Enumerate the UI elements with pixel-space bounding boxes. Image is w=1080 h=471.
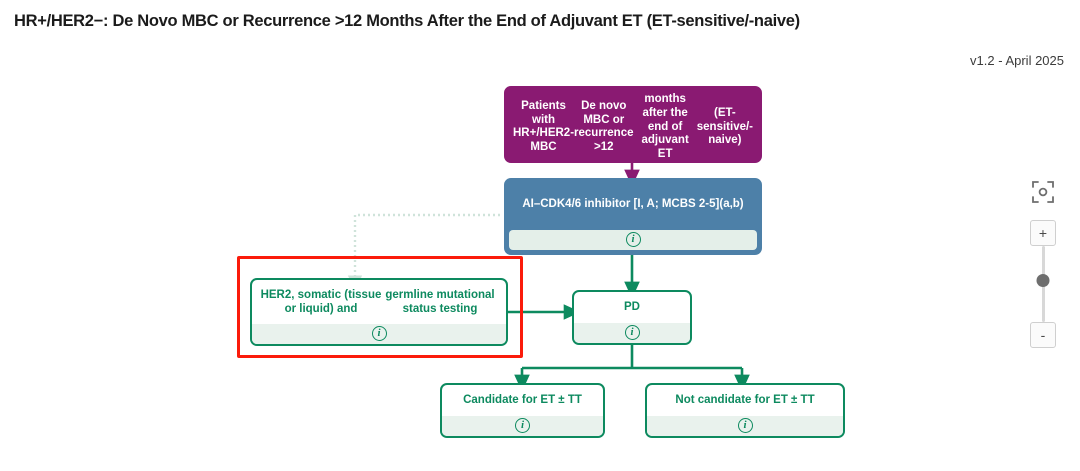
pd-node[interactable]: PD i bbox=[572, 290, 692, 345]
patients-node-title: Patients with HR+/HER2- MBC De novo MBC … bbox=[505, 87, 761, 162]
ai-cdk46-node-title: AI–CDK4/6 inhibitor [I, A; MCBS 2-5] (a,… bbox=[505, 179, 761, 230]
not-candidate-node[interactable]: Not candidate for ET ± TT i bbox=[645, 383, 845, 438]
candidate-line-1: Candidate for ET ± TT bbox=[463, 394, 582, 407]
patients-line-4: (ET-sensitive/-naive) bbox=[696, 106, 754, 147]
not-candidate-line-1: Not candidate for ET ± TT bbox=[675, 394, 815, 407]
patients-node[interactable]: Patients with HR+/HER2- MBC De novo MBC … bbox=[504, 86, 762, 163]
zoom-out-button[interactable]: - bbox=[1030, 322, 1056, 348]
info-icon[interactable]: i bbox=[371, 326, 387, 341]
ai-cdk46-node[interactable]: AI–CDK4/6 inhibitor [I, A; MCBS 2-5] (a,… bbox=[504, 178, 762, 255]
pd-line-1: PD bbox=[624, 301, 640, 314]
fit-to-screen-icon[interactable] bbox=[1031, 180, 1055, 204]
patients-line-3: months after the end of adjuvant ET bbox=[641, 93, 689, 161]
edge-treatment-to-testing bbox=[347, 213, 500, 291]
info-icon[interactable]: i bbox=[625, 232, 641, 247]
ai-cdk46-line-2: (a,b) bbox=[719, 198, 744, 211]
info-icon[interactable]: i bbox=[737, 418, 753, 433]
zoom-in-button[interactable]: + bbox=[1030, 220, 1056, 246]
her2-testing-node-footer[interactable]: i bbox=[252, 324, 506, 344]
her2-testing-node-title: HER2, somatic (tissue or liquid) and ger… bbox=[252, 280, 506, 324]
candidate-node-footer[interactable]: i bbox=[442, 416, 603, 436]
her2-testing-line-2: germline mutational status testing bbox=[385, 288, 495, 315]
zoom-slider-handle[interactable] bbox=[1036, 274, 1050, 288]
candidate-node[interactable]: Candidate for ET ± TT i bbox=[440, 383, 605, 438]
pd-node-footer[interactable]: i bbox=[574, 323, 690, 343]
version-label: v1.2 - April 2025 bbox=[970, 53, 1064, 68]
pd-node-title: PD bbox=[574, 292, 690, 323]
ai-cdk46-node-footer[interactable]: i bbox=[509, 230, 757, 250]
not-candidate-node-footer[interactable]: i bbox=[647, 416, 843, 436]
info-icon[interactable]: i bbox=[515, 418, 530, 433]
ai-cdk46-line-1: AI–CDK4/6 inhibitor [I, A; MCBS 2-5] bbox=[522, 198, 720, 211]
her2-testing-line-1: HER2, somatic (tissue or liquid) and bbox=[260, 288, 382, 315]
her2-testing-node[interactable]: HER2, somatic (tissue or liquid) and ger… bbox=[250, 278, 508, 346]
patients-line-1: Patients with HR+/HER2- MBC bbox=[513, 99, 575, 154]
candidate-node-title: Candidate for ET ± TT bbox=[442, 385, 603, 416]
not-candidate-node-title: Not candidate for ET ± TT bbox=[647, 385, 843, 416]
page-title: HR+/HER2−: De Novo MBC or Recurrence >12… bbox=[14, 12, 800, 30]
info-icon[interactable]: i bbox=[624, 325, 640, 340]
zoom-slider[interactable] bbox=[1036, 246, 1050, 322]
edge-connectors-layer bbox=[347, 163, 750, 392]
diagram-canvas[interactable]: Patients with HR+/HER2- MBC De novo MBC … bbox=[0, 78, 1010, 471]
patients-line-2: De novo MBC or recurrence >12 bbox=[574, 99, 634, 154]
edge-pd-to-outcomes bbox=[514, 345, 750, 392]
zoom-controls[interactable]: + - bbox=[1026, 180, 1060, 348]
